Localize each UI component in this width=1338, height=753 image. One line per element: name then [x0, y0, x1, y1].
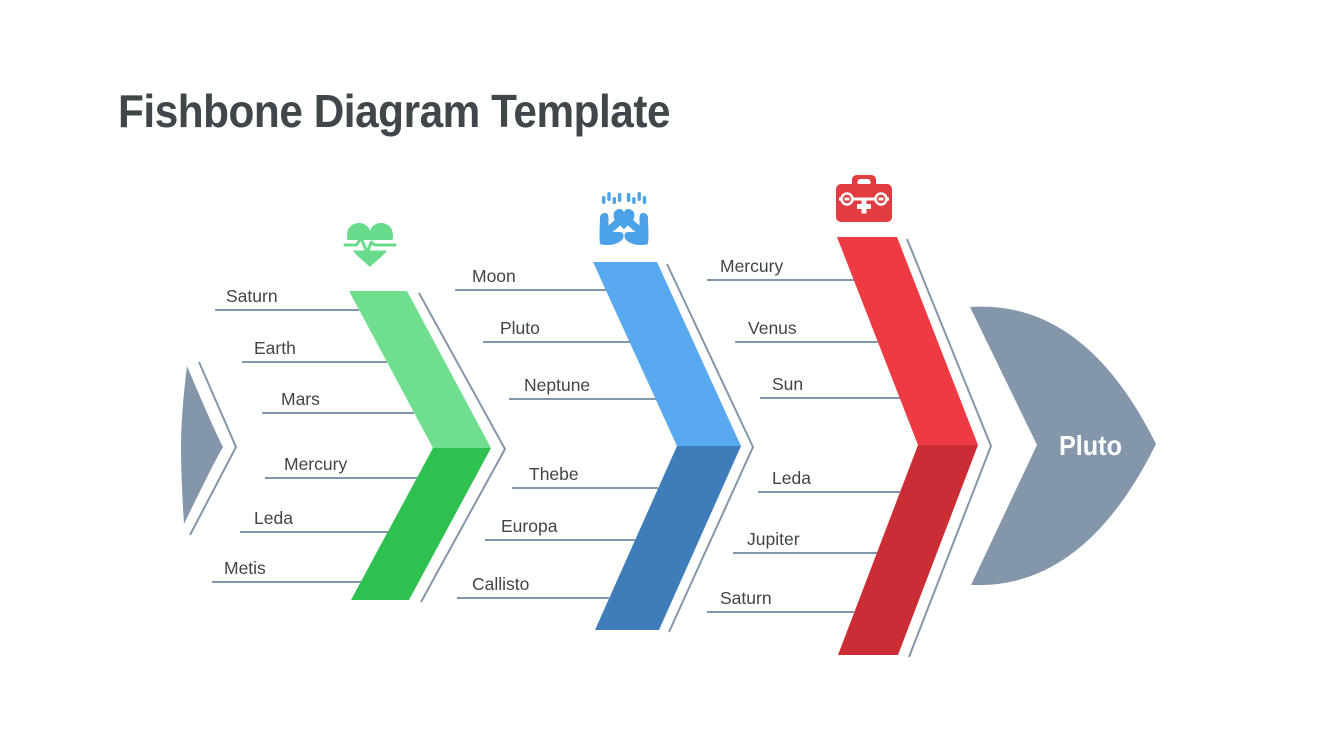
fish-tail [181, 361, 238, 536]
rib-band-top [349, 291, 491, 448]
section-green: Saturn Earth Mars Mercury Leda Metis [212, 223, 507, 603]
bone-label: Sun [772, 374, 803, 394]
bone-label: Mercury [720, 256, 783, 276]
bone-label: Pluto [500, 318, 540, 338]
bone-label: Venus [748, 318, 797, 338]
bone-label: Europa [501, 516, 558, 536]
fish-tail-shape [181, 366, 223, 524]
bone-label: Saturn [720, 588, 772, 608]
rib-band-bottom [838, 445, 978, 655]
bone-label: Thebe [529, 464, 579, 484]
fish-tail-outline [189, 361, 238, 536]
bone-label: Mars [281, 389, 320, 409]
rib-outline [418, 292, 507, 603]
bone-label: Jupiter [747, 529, 800, 549]
rib-outline [666, 263, 755, 633]
bone-label: Metis [224, 558, 266, 578]
fish-head: Pluto [970, 306, 1156, 586]
bone-label: Neptune [524, 375, 590, 395]
fish-head-label: Pluto [1059, 430, 1122, 462]
rib-band-top [593, 262, 741, 446]
rib-band-bottom [595, 446, 741, 630]
bone-label: Leda [254, 508, 293, 528]
section-red: Mercury Venus Sun Leda Jupiter Saturn [707, 175, 993, 658]
section-blue: Moon Pluto Neptune Thebe Europa Callisto [455, 192, 755, 633]
bone-label: Saturn [226, 286, 278, 306]
first-aid-kit-icon [836, 175, 892, 222]
hands-holding-heart-icon [599, 192, 649, 246]
bone-label: Callisto [472, 574, 529, 594]
rib-band-top [837, 237, 978, 445]
bone-label: Leda [772, 468, 811, 488]
bone-label: Mercury [284, 454, 347, 474]
page-title: Fishbone Diagram Template [118, 85, 671, 137]
bone-label: Earth [254, 338, 296, 358]
rib-outline [906, 238, 993, 658]
bone-label: Moon [472, 266, 516, 286]
rib-band-bottom [351, 448, 491, 600]
heartbeat-icon [342, 223, 398, 267]
fish-head-shape [970, 306, 1156, 586]
